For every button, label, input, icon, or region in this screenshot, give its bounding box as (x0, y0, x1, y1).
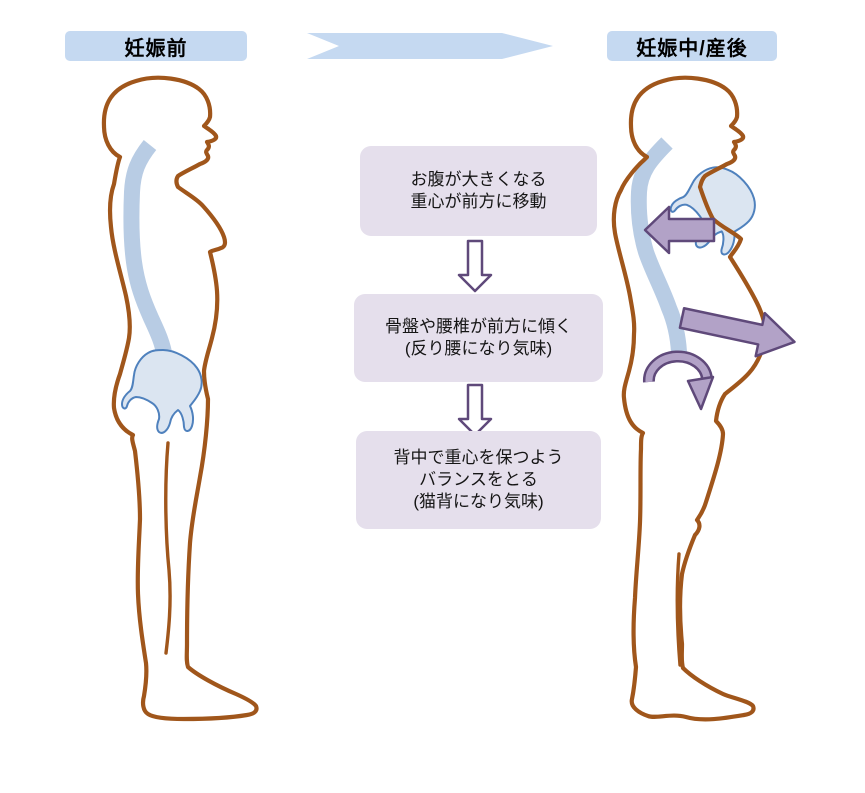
forward-shift-arrow-icon (678, 306, 796, 358)
transition-arrow-icon (307, 33, 553, 59)
body-outline-after (611, 75, 768, 722)
flow-down-arrow-1-icon (457, 239, 493, 293)
body-outline-before (101, 75, 259, 722)
flow-step-1-line-1: お腹が大きくなる (410, 170, 547, 189)
figure-during-after-pregnancy (611, 75, 768, 722)
header-after-label: 妊娠中/産後 (636, 37, 748, 60)
flow-step-3-line-1: 背中で重心を保つよう (393, 448, 564, 467)
flow-step-3-line-3: (猫背になり気味) (413, 492, 544, 511)
flow-step-2-line-2: (反り腰になり気味) (404, 339, 553, 358)
inner-leg-line-after (675, 552, 682, 667)
header-before-label: 妊娠前 (124, 37, 188, 60)
spine-before (123, 140, 173, 360)
spine-after (630, 137, 687, 353)
header-before-pregnancy: 妊娠前 (65, 31, 247, 61)
flow-step-3-line-2: バランスをとる (419, 470, 538, 489)
flow-step-1: お腹が大きくなる 重心が前方に移動 (360, 146, 597, 236)
flow-step-1-line-2: 重心が前方に移動 (410, 192, 547, 211)
inner-leg-line-before (164, 441, 172, 655)
pelvic-tilt-arrow-icon (642, 350, 715, 411)
figure-before-pregnancy (101, 75, 259, 722)
pelvis-before (121, 349, 203, 434)
header-during-after-pregnancy: 妊娠中/産後 (607, 31, 777, 61)
flow-down-arrow-2-icon (457, 383, 493, 437)
backward-shift-arrow-icon (643, 205, 716, 255)
flow-step-3: 背中で重心を保つよう バランスをとる (猫背になり気味) (356, 431, 601, 529)
flow-step-2-line-1: 骨盤や腰椎が前方に傾く (385, 317, 572, 336)
flow-step-2: 骨盤や腰椎が前方に傾く (反り腰になり気味) (354, 294, 603, 382)
